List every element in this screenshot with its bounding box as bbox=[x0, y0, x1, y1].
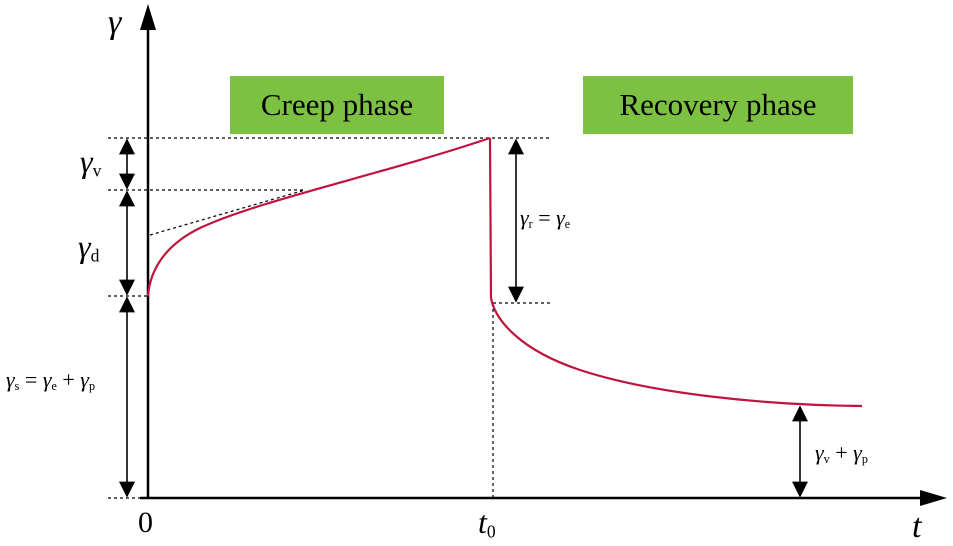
t0-subscript: 0 bbox=[486, 521, 496, 542]
gamma-s-e-sub: e bbox=[51, 379, 57, 394]
gamma-v-symbol: γ bbox=[80, 143, 93, 179]
gamma-e-symbol: γ bbox=[556, 205, 565, 230]
tangent-line bbox=[149, 189, 306, 236]
y-axis-arrowhead bbox=[140, 4, 156, 30]
gamma-vp-equation: γv + γp bbox=[815, 440, 868, 467]
t0-label: t0 bbox=[478, 504, 496, 542]
y-axis-label: γ bbox=[108, 4, 122, 41]
gamma-s-symbol: γ bbox=[6, 367, 15, 392]
gamma-e-sub: e bbox=[564, 217, 571, 232]
gamma-v-sub: v bbox=[92, 160, 102, 181]
gamma-v-label: γv bbox=[80, 143, 101, 181]
gamma-vp-v-sub: v bbox=[823, 452, 830, 467]
gamma-s-p-sub: p bbox=[88, 379, 95, 394]
gamma-r-equation: γr = γe bbox=[520, 205, 570, 232]
gamma-s-p-symbol: γ bbox=[80, 367, 89, 392]
creep-phase-label: Creep phase bbox=[230, 76, 444, 134]
guide-lines bbox=[108, 137, 552, 499]
origin-label: 0 bbox=[138, 506, 153, 539]
gamma-vp-plus: + bbox=[835, 440, 848, 465]
creep-curve bbox=[146, 136, 491, 297]
gamma-d-sub: d bbox=[90, 245, 100, 266]
gamma-s-equals: = bbox=[24, 367, 38, 392]
gamma-vp-p-sub: p bbox=[861, 452, 868, 467]
gamma-s-plus: + bbox=[62, 367, 75, 392]
gamma-r-equals: = bbox=[538, 205, 551, 230]
x-axis-label: t bbox=[912, 508, 922, 545]
gamma-d-symbol: γ bbox=[78, 228, 91, 264]
gamma-s-sub: s bbox=[14, 379, 20, 394]
gamma-s-e-symbol: γ bbox=[42, 367, 52, 392]
gamma-r-sub: r bbox=[528, 217, 533, 232]
t0-symbol: t bbox=[478, 504, 487, 540]
gamma-s-equation: γs = γe + γp bbox=[6, 367, 95, 394]
gamma-vp-v-symbol: γ bbox=[815, 440, 824, 465]
x-axis-arrowhead bbox=[920, 490, 947, 506]
recovery-curve bbox=[489, 297, 863, 408]
recovery-phase-label: Recovery phase bbox=[583, 76, 853, 134]
instant-recovery-drop bbox=[488, 137, 493, 299]
gamma-vp-p-symbol: γ bbox=[853, 440, 862, 465]
gamma-r-symbol: γ bbox=[520, 205, 529, 230]
gamma-d-label: γd bbox=[78, 228, 99, 266]
